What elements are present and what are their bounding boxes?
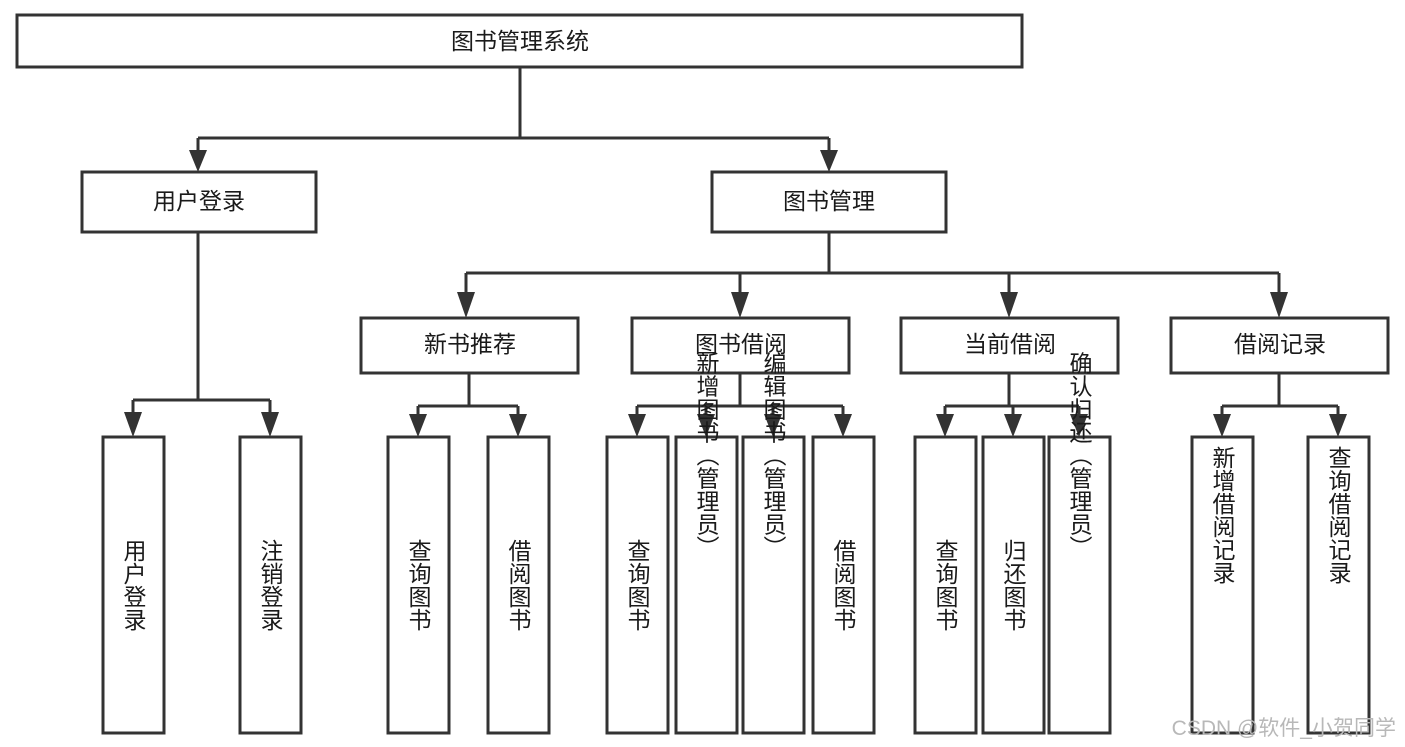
arrow-bookborrow-leaf-4: [834, 414, 852, 437]
leaf-box-bookborrow-borrow[interactable]: [811, 435, 876, 735]
node-root[interactable]: 图书管理系统: [15, 13, 1024, 69]
root-label: 图书管理系统: [451, 28, 589, 54]
leaf-box-currentborrow-query[interactable]: [913, 435, 978, 735]
arrow-currentborrow: [1000, 292, 1018, 318]
leaf-label-currentborrow-query: 查询图书: [932, 539, 959, 631]
arrow-leaf-user-login: [124, 412, 142, 437]
node-new-book-recommend[interactable]: 新书推荐: [359, 316, 580, 375]
node-book-borrow[interactable]: 图书借阅: [630, 316, 851, 375]
node-user-login[interactable]: 用户登录: [80, 170, 318, 234]
leaf-label-bookborrow-add: 新增图书（管理员）: [693, 352, 720, 559]
arrow-newbook: [457, 292, 475, 318]
leaf-box-user-logout[interactable]: [238, 435, 303, 735]
leaf-box-bookborrow-add[interactable]: [674, 435, 739, 735]
leaf-box-currentborrow-return[interactable]: [981, 435, 1046, 735]
arrow-newbook-leaf-2: [509, 414, 527, 437]
leaf-label-currentborrow-confirm: 确认归还（管理员）: [1066, 352, 1093, 559]
node-borrow-record[interactable]: 借阅记录: [1169, 316, 1390, 375]
arrow-currentborrow-leaf-1: [936, 414, 954, 437]
leaf-node-currentborrow-query[interactable]: 查询图书: [913, 435, 978, 735]
leaf-box-borrowrecord-query[interactable]: [1306, 435, 1371, 735]
connector-layer: [124, 67, 1347, 437]
leaf-box-bookborrow-edit[interactable]: [741, 435, 806, 735]
leaf-box-borrowrecord-add[interactable]: [1190, 435, 1255, 735]
leaf-label-borrowrecord-add: 新增借阅记录: [1209, 446, 1236, 584]
arrow-bookborrow-leaf-2: [697, 414, 715, 437]
user-login-box[interactable]: [80, 170, 318, 234]
arrow-book-mgmt: [820, 150, 838, 172]
arrow-bookborrow-leaf-1: [628, 414, 646, 437]
leaf-node-newbook-borrow[interactable]: 借阅图书: [486, 435, 551, 735]
leaf-label-bookborrow-query: 查询图书: [624, 539, 651, 631]
leaf-label-borrowrecord-query: 查询借阅记录: [1325, 446, 1352, 584]
leaf-node-user-logout[interactable]: 注销登录: [238, 435, 303, 735]
arrow-leaf-logout: [261, 412, 279, 437]
new-book-recommend-box[interactable]: [359, 316, 580, 375]
arrow-borrowrecord-leaf-2: [1329, 414, 1347, 437]
borrow-record-box[interactable]: [1169, 316, 1390, 375]
leaf-node-user-login-login[interactable]: 用户登录: [101, 435, 166, 735]
node-current-borrow[interactable]: 当前借阅: [899, 316, 1120, 375]
current-borrow-box[interactable]: [899, 316, 1120, 375]
arrow-user-login: [189, 150, 207, 172]
leaf-box-newbook-query[interactable]: [386, 435, 451, 735]
leaf-node-newbook-query[interactable]: 查询图书: [386, 435, 451, 735]
leaf-box-newbook-borrow[interactable]: [486, 435, 551, 735]
book-borrow-label: 图书借阅: [695, 331, 787, 357]
book-management-box[interactable]: [710, 170, 948, 234]
leaf-node-borrowrecord-query[interactable]: 查询借阅记录: [1306, 435, 1371, 735]
arrow-bookborrow: [731, 292, 749, 318]
arrow-currentborrow-leaf-3: [1070, 414, 1088, 437]
arrow-bookborrow-leaf-3: [764, 414, 782, 437]
arrow-currentborrow-leaf-2: [1004, 414, 1022, 437]
book-borrow-box[interactable]: [630, 316, 851, 375]
leaf-label-user-logout: 注销登录: [257, 539, 284, 631]
leaf-node-currentborrow-return[interactable]: 归还图书: [981, 435, 1046, 735]
leaf-label-bookborrow-borrow: 借阅图书: [830, 539, 857, 631]
new-book-recommend-label: 新书推荐: [424, 331, 516, 357]
leaf-node-bookborrow-add[interactable]: 新增图书（管理员）: [674, 352, 739, 735]
leaf-node-bookborrow-borrow[interactable]: 借阅图书: [811, 435, 876, 735]
user-login-label: 用户登录: [153, 188, 245, 214]
arrow-borrowrecord: [1270, 292, 1288, 318]
book-management-label: 图书管理: [783, 188, 875, 214]
leaf-box-currentborrow-confirm[interactable]: [1047, 435, 1112, 735]
leaf-label-newbook-borrow: 借阅图书: [505, 539, 532, 631]
root-box[interactable]: [15, 13, 1024, 69]
leaf-label-bookborrow-edit: 编辑图书（管理员）: [760, 352, 787, 559]
leaf-box-bookborrow-query[interactable]: [605, 435, 670, 735]
leaf-node-bookborrow-edit[interactable]: 编辑图书（管理员）: [741, 352, 806, 735]
node-book-management[interactable]: 图书管理: [710, 170, 948, 234]
arrow-borrowrecord-leaf-1: [1213, 414, 1231, 437]
current-borrow-label: 当前借阅: [964, 331, 1056, 357]
leaf-label-newbook-query: 查询图书: [405, 539, 432, 631]
leaf-label-currentborrow-return: 归还图书: [1000, 539, 1027, 631]
leaf-node-currentborrow-confirm[interactable]: 确认归还（管理员）: [1047, 352, 1112, 735]
leaf-node-bookborrow-query[interactable]: 查询图书: [605, 435, 670, 735]
arrow-newbook-leaf-1: [409, 414, 427, 437]
leaf-label-user-login-login: 用户登录: [120, 539, 147, 631]
leaf-box-user-login-login[interactable]: [101, 435, 166, 735]
leaf-node-borrowrecord-add[interactable]: 新增借阅记录: [1190, 435, 1255, 735]
watermark-label: CSDN @软件_小贺同学: [1172, 717, 1396, 740]
borrow-record-label: 借阅记录: [1234, 331, 1326, 357]
